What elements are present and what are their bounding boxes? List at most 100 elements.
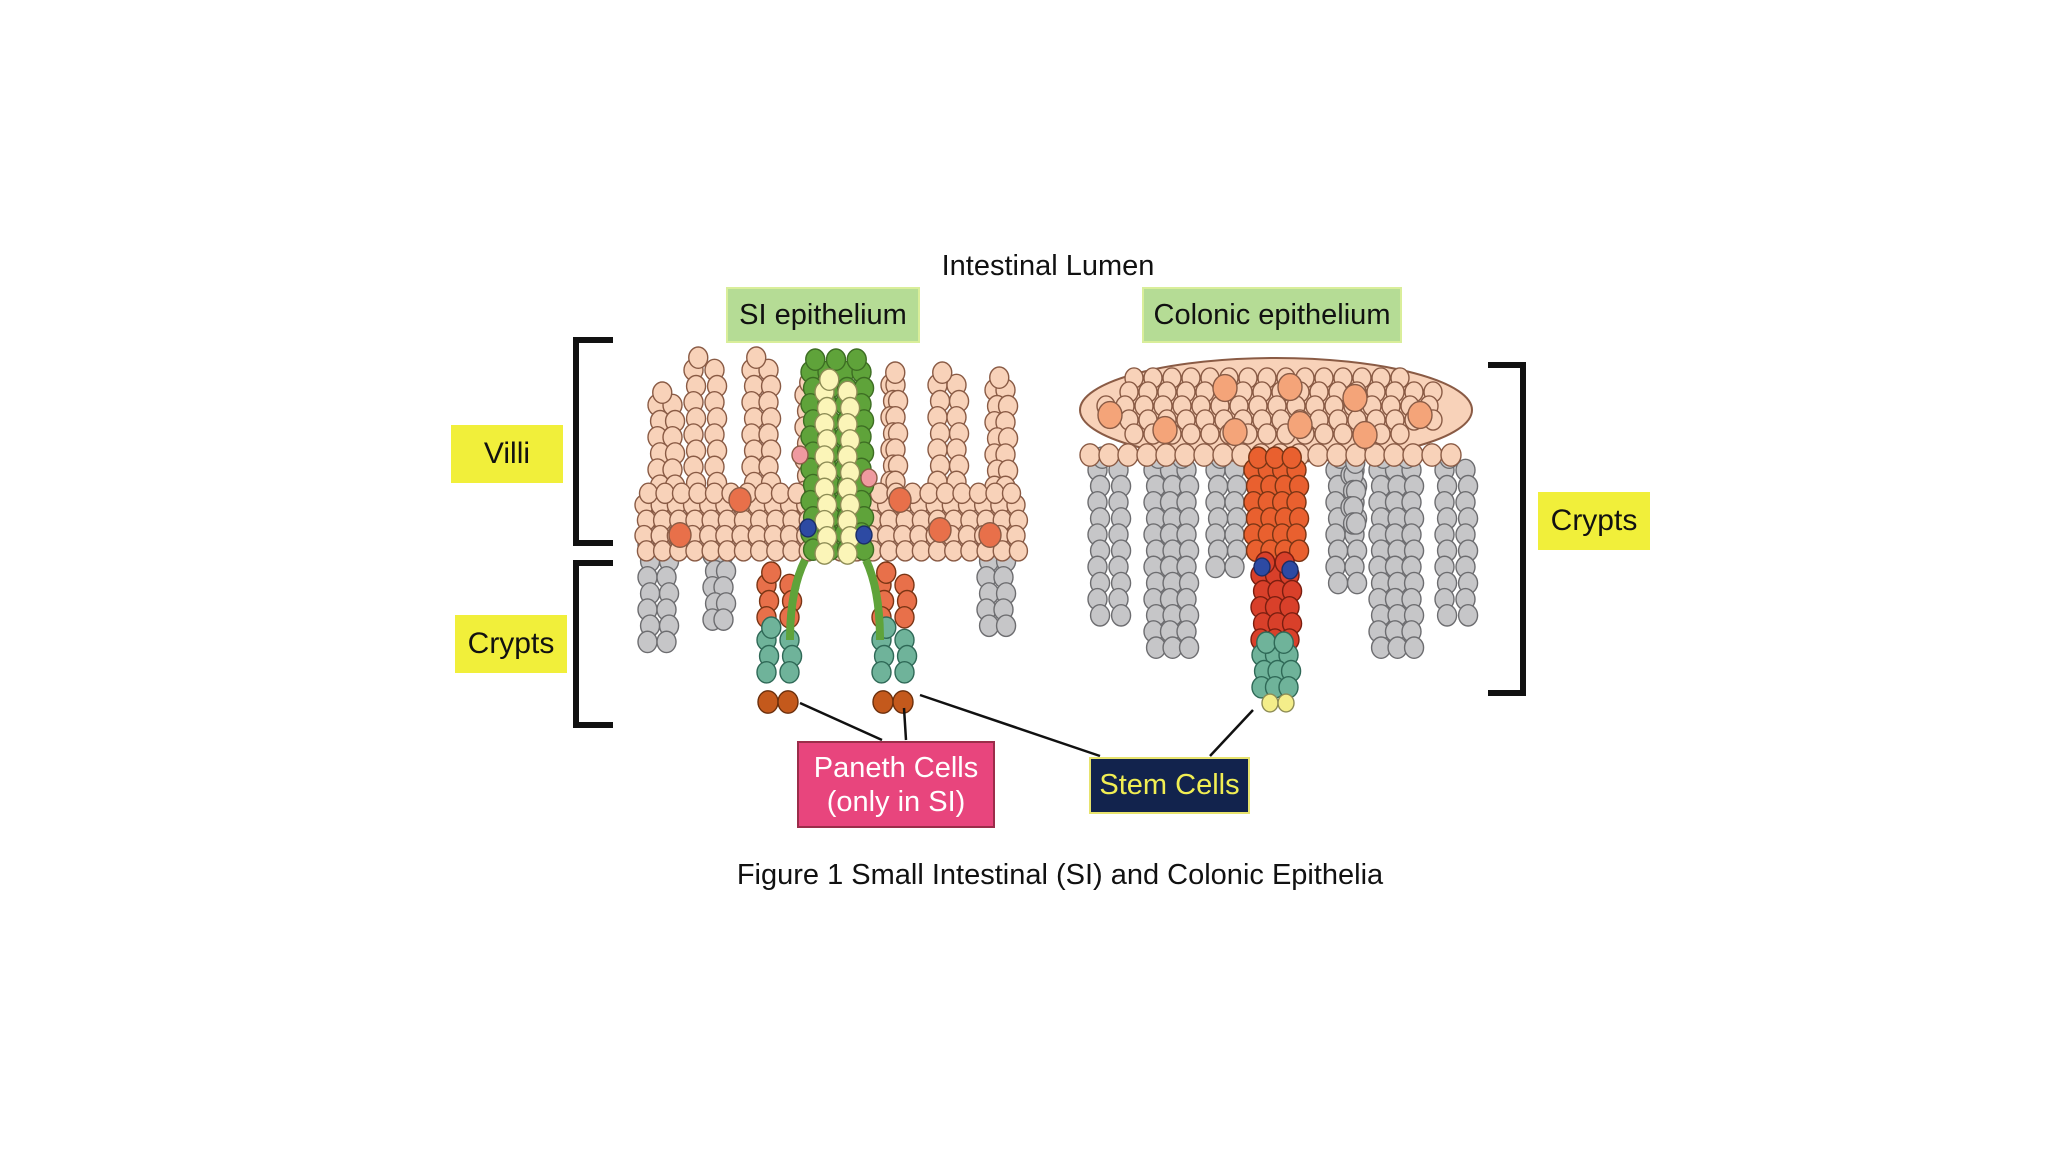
brackets [573,337,1526,728]
villus-base [911,540,932,562]
paneth-cells-label: Paneth Cells (only in SI) [797,741,995,828]
si-crypt-gray [978,614,1000,638]
surface-cell [1333,423,1353,445]
surface-cell [1124,423,1144,445]
highlighted-villus-core [837,542,858,565]
colonic-crypt-gray [1089,604,1111,627]
colonic-crypt-gray [1403,636,1425,659]
si-epithelium [634,346,1029,714]
pink-cell [791,445,809,465]
colonic-crypt-top [1281,446,1302,469]
villus-base [879,540,899,562]
leader-lines [799,693,1254,758]
villus-base [655,482,675,505]
colonic-crypt-gray [1110,604,1132,627]
colonic-crypt-gray [1178,636,1200,659]
si-crypt-stem [779,660,800,684]
highlight-border-right [862,558,884,641]
surface-cell [1257,423,1277,445]
goblet-cell [855,525,873,545]
si-crypt-gray [713,608,734,631]
si-crypt-gray [995,614,1017,638]
si-crypt-gray [656,630,677,654]
crypts-label-left: Crypts [455,615,567,673]
colonic-crypt-gray [1224,555,1245,579]
transit-cell [978,521,1002,549]
colonic-crypt-gray [1327,571,1349,595]
surface-cell [1390,423,1410,445]
surface-edge-cell [1212,443,1234,467]
figure-caption: Figure 1 Small Intestinal (SI) and Colon… [736,858,1384,891]
villus-base [638,482,659,505]
surface-edge-cell [1098,443,1120,467]
si-crypt-transit [761,561,782,584]
paneth-cell [777,690,799,714]
colonic-epithelium [1079,357,1479,713]
colonic-crypt-gray [1345,512,1367,535]
surface-patch-cell [1222,417,1248,447]
paneth-cells-line1: Paneth Cells [813,751,979,784]
villus-base [1008,540,1029,562]
stem-cells-label: Stem Cells [1089,757,1250,814]
villus-base [636,540,657,562]
surface-edge-cell [1117,443,1139,467]
villus-base [733,540,754,562]
surface-edge-cell [1155,443,1177,467]
stem-base-cell [1261,693,1279,713]
surface-edge-cell [1193,443,1215,467]
transit-cell [928,516,952,544]
surface-patch-cell [1097,400,1123,430]
leader-stem-colon [1209,709,1254,757]
villus-base [1001,482,1022,505]
si-epithelium-label: SI epithelium [726,287,920,343]
goblet-cell [799,518,817,538]
surface-patch-cell [1352,420,1378,450]
leader-stem-si [919,693,1101,758]
villus [885,361,906,384]
surface-patch-cell [1287,410,1313,440]
villi-label: Villi [451,425,563,483]
crypts-label-right: Crypts [1538,492,1650,550]
colonic-epithelium-label: Colonic epithelium [1142,287,1402,343]
leader-paneth-1 [799,701,883,742]
surface-edge-cell [1402,443,1424,467]
surface-edge-cell [1079,443,1101,467]
villus-base [985,482,1005,505]
highlighted-villus-core [814,542,835,565]
colonic-crypt-top [1288,539,1310,563]
villus-base [704,482,725,505]
surface-edge-cell [1440,443,1462,467]
stem-base-cell [1277,693,1295,713]
surface-edge-cell [1421,443,1443,467]
villus-base [968,482,989,505]
highlighted-villus-border [825,348,847,371]
crypts-bracket-right [1488,362,1526,696]
surface-cell [1314,423,1334,445]
villus-base [944,540,964,562]
surface-patch-cell [1277,372,1303,402]
villus-base [717,540,737,562]
leader-paneth-2 [902,707,908,741]
colonic-crypt-gray [1457,604,1479,627]
goblet-cell [1281,560,1299,580]
villus-base [766,540,786,562]
colonic-crypt-gray [1436,604,1458,627]
villus-base [782,540,802,562]
paneth-cell [757,690,779,714]
si-crypt-stem [761,616,782,639]
paneth-cells-line2: (only in SI) [826,785,966,818]
colonic-crypt-gray [1205,555,1226,579]
goblet-cell [1253,557,1271,577]
villus [989,366,1010,389]
si-crypt-transit [894,605,915,629]
surface-edge-cell [1326,443,1348,467]
highlight-border-left [786,558,809,641]
surface-patch-cell [1342,383,1368,413]
colonic-crypt-gray [1346,571,1368,595]
lumen-title: Intestinal Lumen [941,249,1155,282]
si-crypt-stem [894,660,915,684]
villus-base [754,482,774,505]
surface-edge-cell [1136,443,1158,467]
